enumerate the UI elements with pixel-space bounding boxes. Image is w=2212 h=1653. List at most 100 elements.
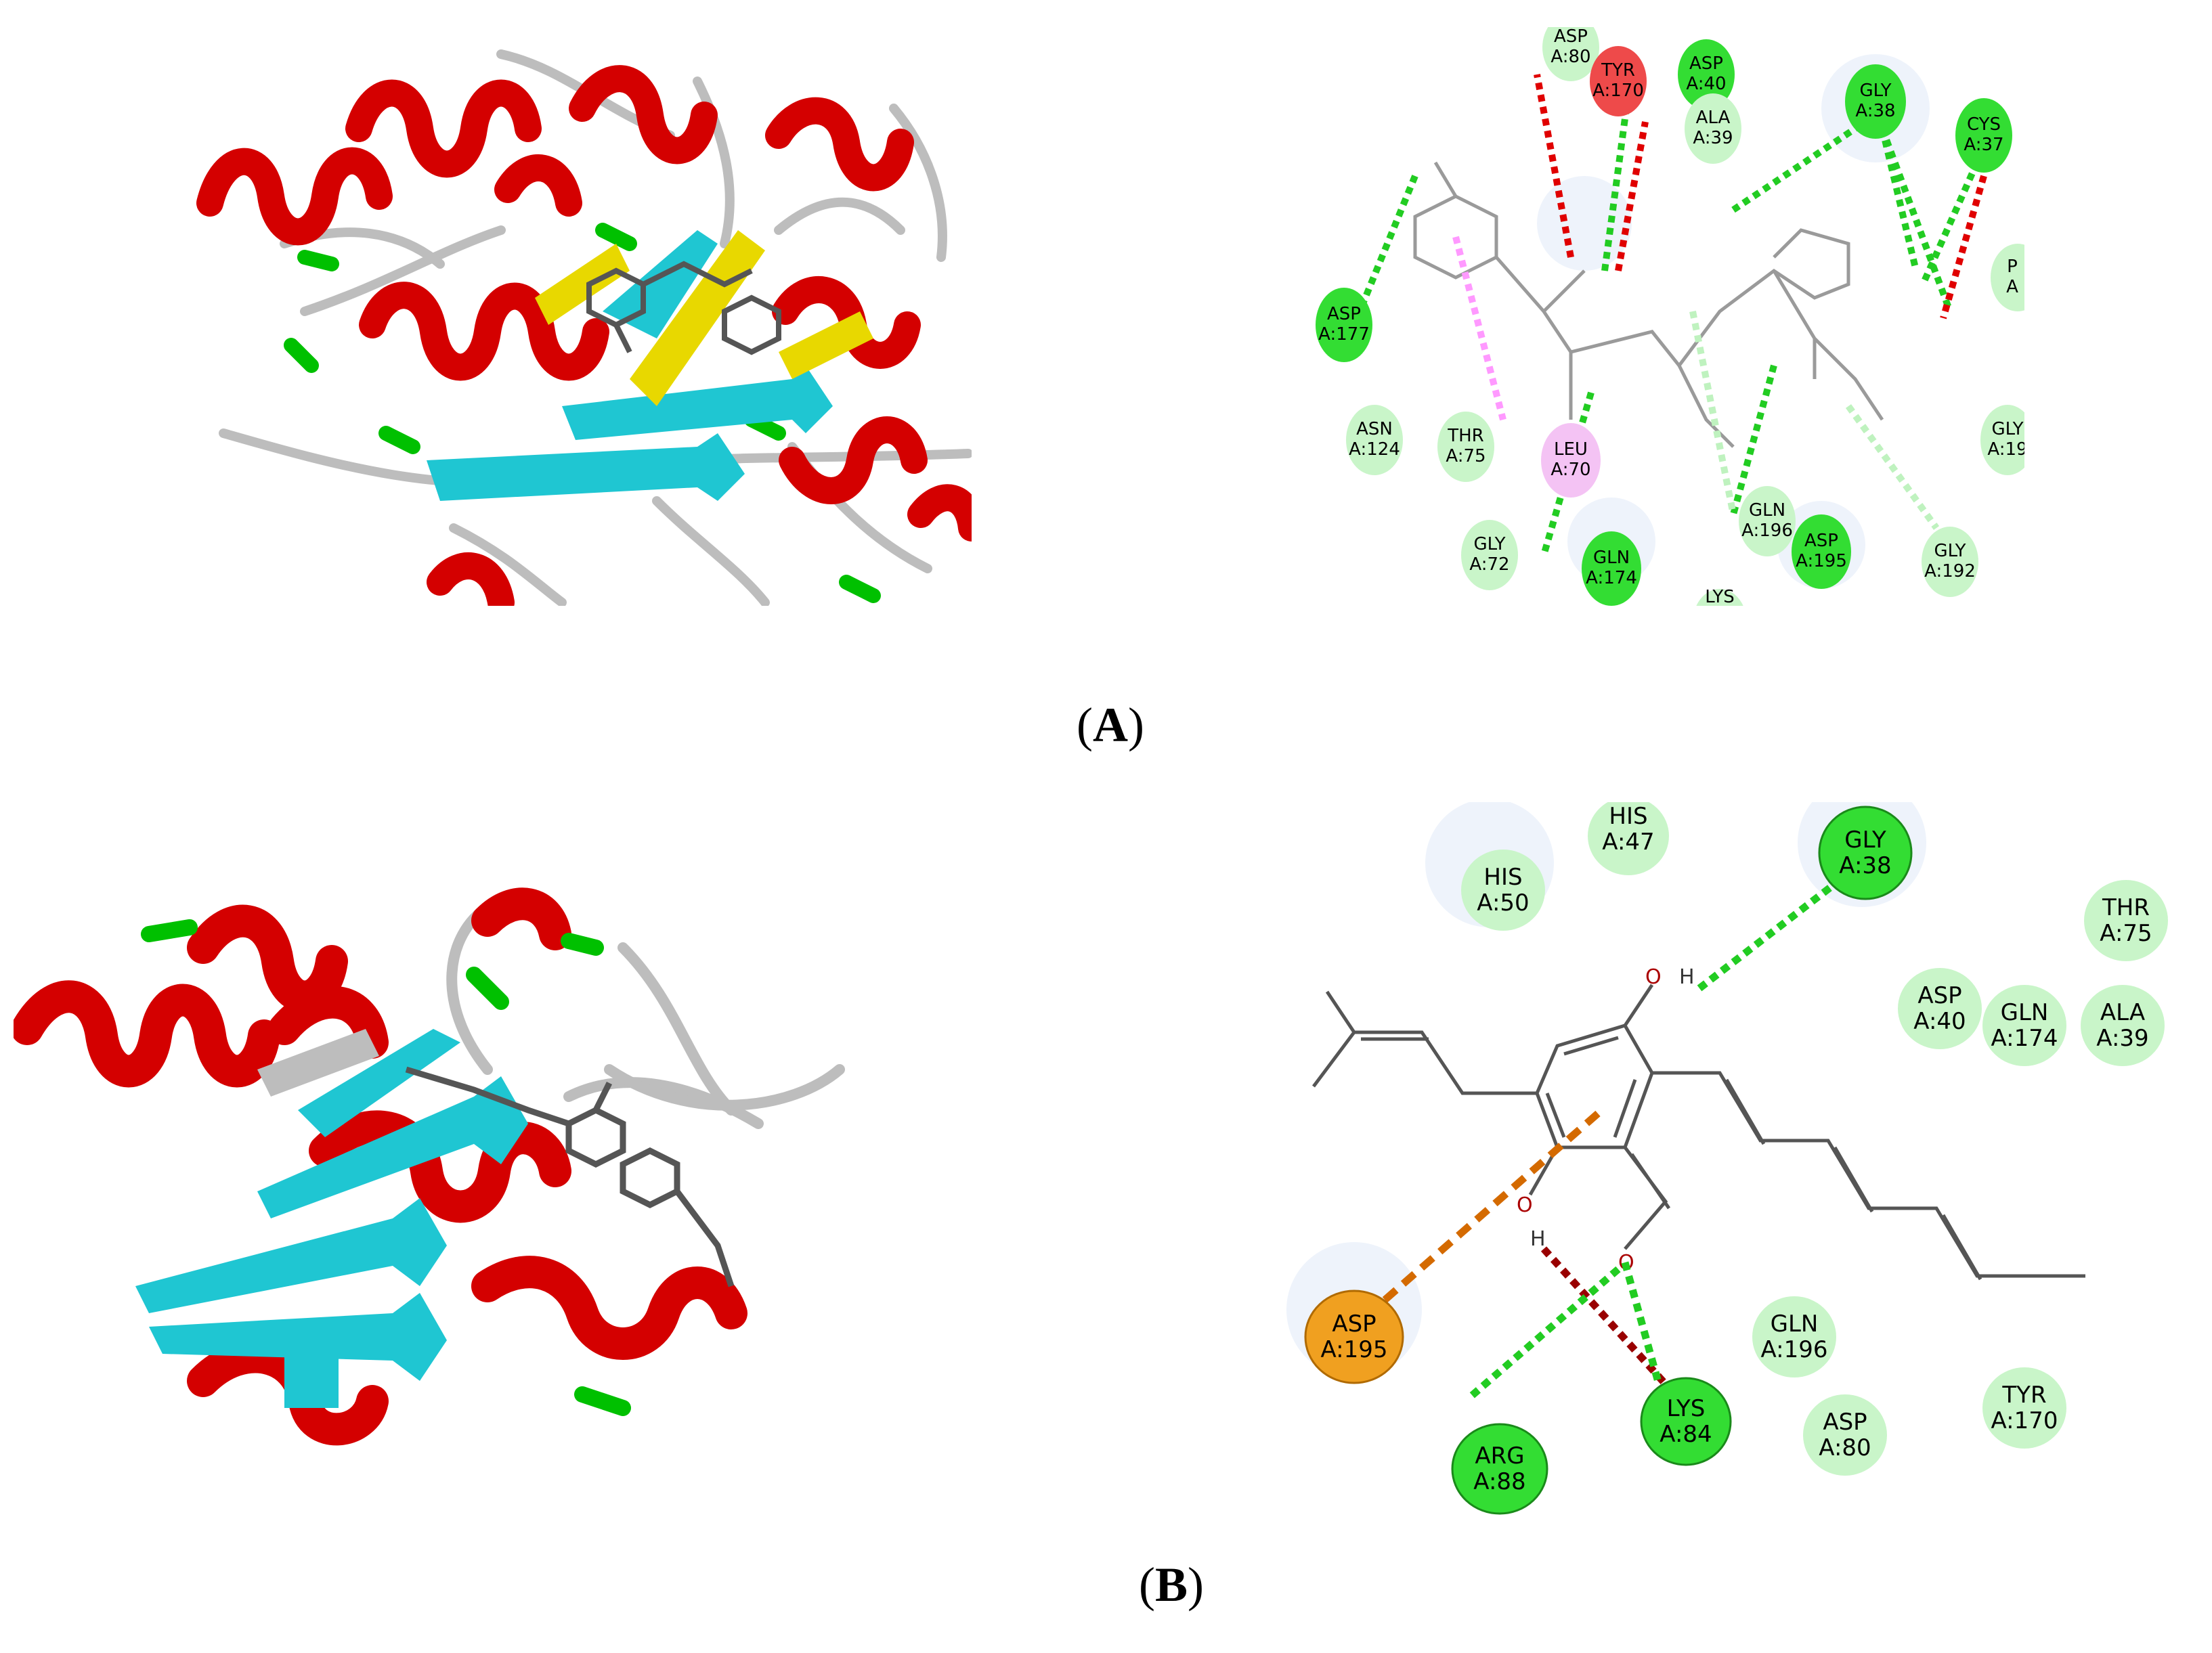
atom-o: O <box>1517 1193 1533 1217</box>
residue-label: ARG <box>1475 1442 1524 1470</box>
sheet-group <box>427 230 873 501</box>
helix-group <box>196 65 972 606</box>
residue-label: ASP <box>1804 531 1838 551</box>
residue-label: A:39 <box>2096 1025 2148 1052</box>
residue-label: TYR <box>1601 60 1635 81</box>
residue-label: LEU <box>1554 439 1588 460</box>
residue-label: GLY <box>1844 826 1886 854</box>
residue-label: A:38 <box>1839 852 1891 879</box>
residue-label: A:72 <box>1469 554 1509 575</box>
residue-label: A:19 <box>1987 439 2024 460</box>
residue-label: HIS <box>1483 864 1522 891</box>
sheet-group-b <box>135 1029 528 1408</box>
residue-label: A:50 <box>1477 889 1529 917</box>
residue-label: A:177 <box>1318 324 1370 345</box>
residue-label: A:75 <box>1446 446 1485 466</box>
caption-a-letter: A <box>1093 698 1128 752</box>
residue-label: A:195 <box>1796 551 1847 571</box>
weak-hbond-gly192 <box>1845 404 1940 530</box>
panel-b-ribbon-svg <box>14 887 845 1446</box>
atom-labels-b: O H O H O <box>1517 965 1695 1275</box>
residue-label: A:40 <box>1913 1008 1966 1035</box>
residue-label: A:170 <box>1592 81 1644 101</box>
residue-label: GLY <box>1473 534 1505 554</box>
residue-label: A <box>2006 277 2018 297</box>
residue-label: A:88 <box>1473 1468 1525 1495</box>
unfav-tyr170 <box>1534 74 1574 258</box>
interaction-lines-a <box>1351 67 1987 556</box>
coil-group-b <box>446 902 845 1129</box>
residue-label: A:195 <box>1320 1336 1387 1363</box>
caption-b-letter: B <box>1154 1558 1188 1612</box>
residue-label: HIS <box>1609 803 1647 830</box>
residue-label: GLN <box>1771 1310 1819 1338</box>
residue-lys-edge: LYS <box>1696 587 1743 606</box>
residue-p-edge: PA <box>1991 244 2024 311</box>
residue-label: CYS <box>1967 114 2001 135</box>
residue-label: A:75 <box>2100 920 2152 947</box>
ligand-a-skeleton <box>1413 161 1884 448</box>
residue-label: A:196 <box>1760 1336 1827 1363</box>
hbond-asp195 <box>1730 364 1777 516</box>
residue-label: A:38 <box>1855 101 1895 121</box>
unfav-lys84 <box>1540 1246 1669 1387</box>
residue-label: A:84 <box>1660 1421 1712 1448</box>
residue-label: A:37 <box>1964 135 2003 155</box>
atom-h: H <box>1530 1227 1546 1251</box>
residue-label: A:70 <box>1550 460 1590 480</box>
turn-group-b <box>141 919 631 1416</box>
residue-label: ALA <box>2100 999 2145 1026</box>
residue-label: A:170 <box>1991 1407 2058 1434</box>
residue-label: LYS <box>1667 1395 1706 1422</box>
residue-label: A:47 <box>1602 829 1654 856</box>
unfav-cys37 <box>1940 175 1987 319</box>
residue-label: GLN <box>1593 548 1630 568</box>
residue-label: ASN <box>1356 419 1393 439</box>
ligand-sticks-b <box>405 1066 735 1287</box>
residue-label: A:80 <box>1550 47 1590 67</box>
panel-a-3d-structure <box>183 27 972 606</box>
residue-label: ASP <box>1327 304 1361 324</box>
residue-label: ASP <box>1917 982 1961 1009</box>
residue-label: A:192 <box>1924 561 1976 581</box>
hbond-lys84 <box>1621 1261 1663 1386</box>
residue-label: ASP <box>1332 1310 1376 1338</box>
residue-label: P <box>2007 257 2018 277</box>
unfav-ala39 <box>1615 121 1649 271</box>
residue-label: A:196 <box>1741 521 1793 541</box>
halo-group-b <box>1286 802 1926 1378</box>
ligand-sticks <box>586 261 781 355</box>
residue-label: A:80 <box>1819 1434 1871 1461</box>
hbond-gly38 <box>1731 112 1878 213</box>
residue-label: THR <box>2102 894 2150 921</box>
residue-label: GLN <box>1749 500 1785 521</box>
atom-o: O <box>1645 965 1662 989</box>
residue-label: GLN <box>2001 999 2049 1026</box>
residue-label: TYR <box>2001 1382 2046 1409</box>
